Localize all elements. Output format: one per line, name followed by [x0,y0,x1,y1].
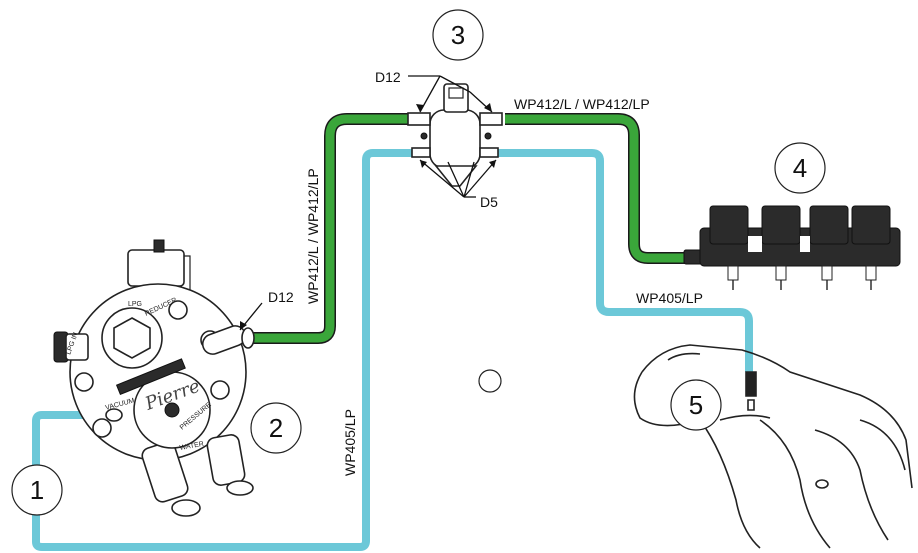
svg-text:3: 3 [451,20,465,50]
svg-text:5: 5 [689,390,703,420]
vacuum-hose-right-label: WP405/LP [636,290,703,306]
callout-1: 1 [11,464,63,516]
vacuum-hose-filter-to-manifold [496,149,753,372]
svg-text:2: 2 [269,413,283,443]
callout-4: 4 [774,142,826,194]
gas-filter [407,83,503,187]
lpg-hose-top-label: WP412/L / WP412/LP [514,96,650,112]
svg-text:1: 1 [30,475,44,505]
callout-2: 2 [250,402,302,454]
center-marker-circle [478,369,502,393]
injector-rail [683,205,901,290]
reducer-plate-lpg: LPG [128,301,142,308]
reducer-plate-water: WATER [179,441,204,452]
filter-d5-label: D5 [480,194,498,210]
vacuum-hose-reducer-to-filter [32,149,416,551]
filter-d12-label: D12 [375,69,401,85]
intake-manifold [633,344,913,549]
reducer [53,239,255,517]
svg-text:4: 4 [793,153,807,183]
callout-3: 3 [432,9,484,61]
reducer-d12-label: D12 [268,289,294,305]
vacuum-hose-vertical-label: WP405/LP [342,409,358,476]
lpg-hose-vertical-label: WP412/L / WP412/LP [305,168,321,304]
callout-5: 5 [670,379,722,431]
